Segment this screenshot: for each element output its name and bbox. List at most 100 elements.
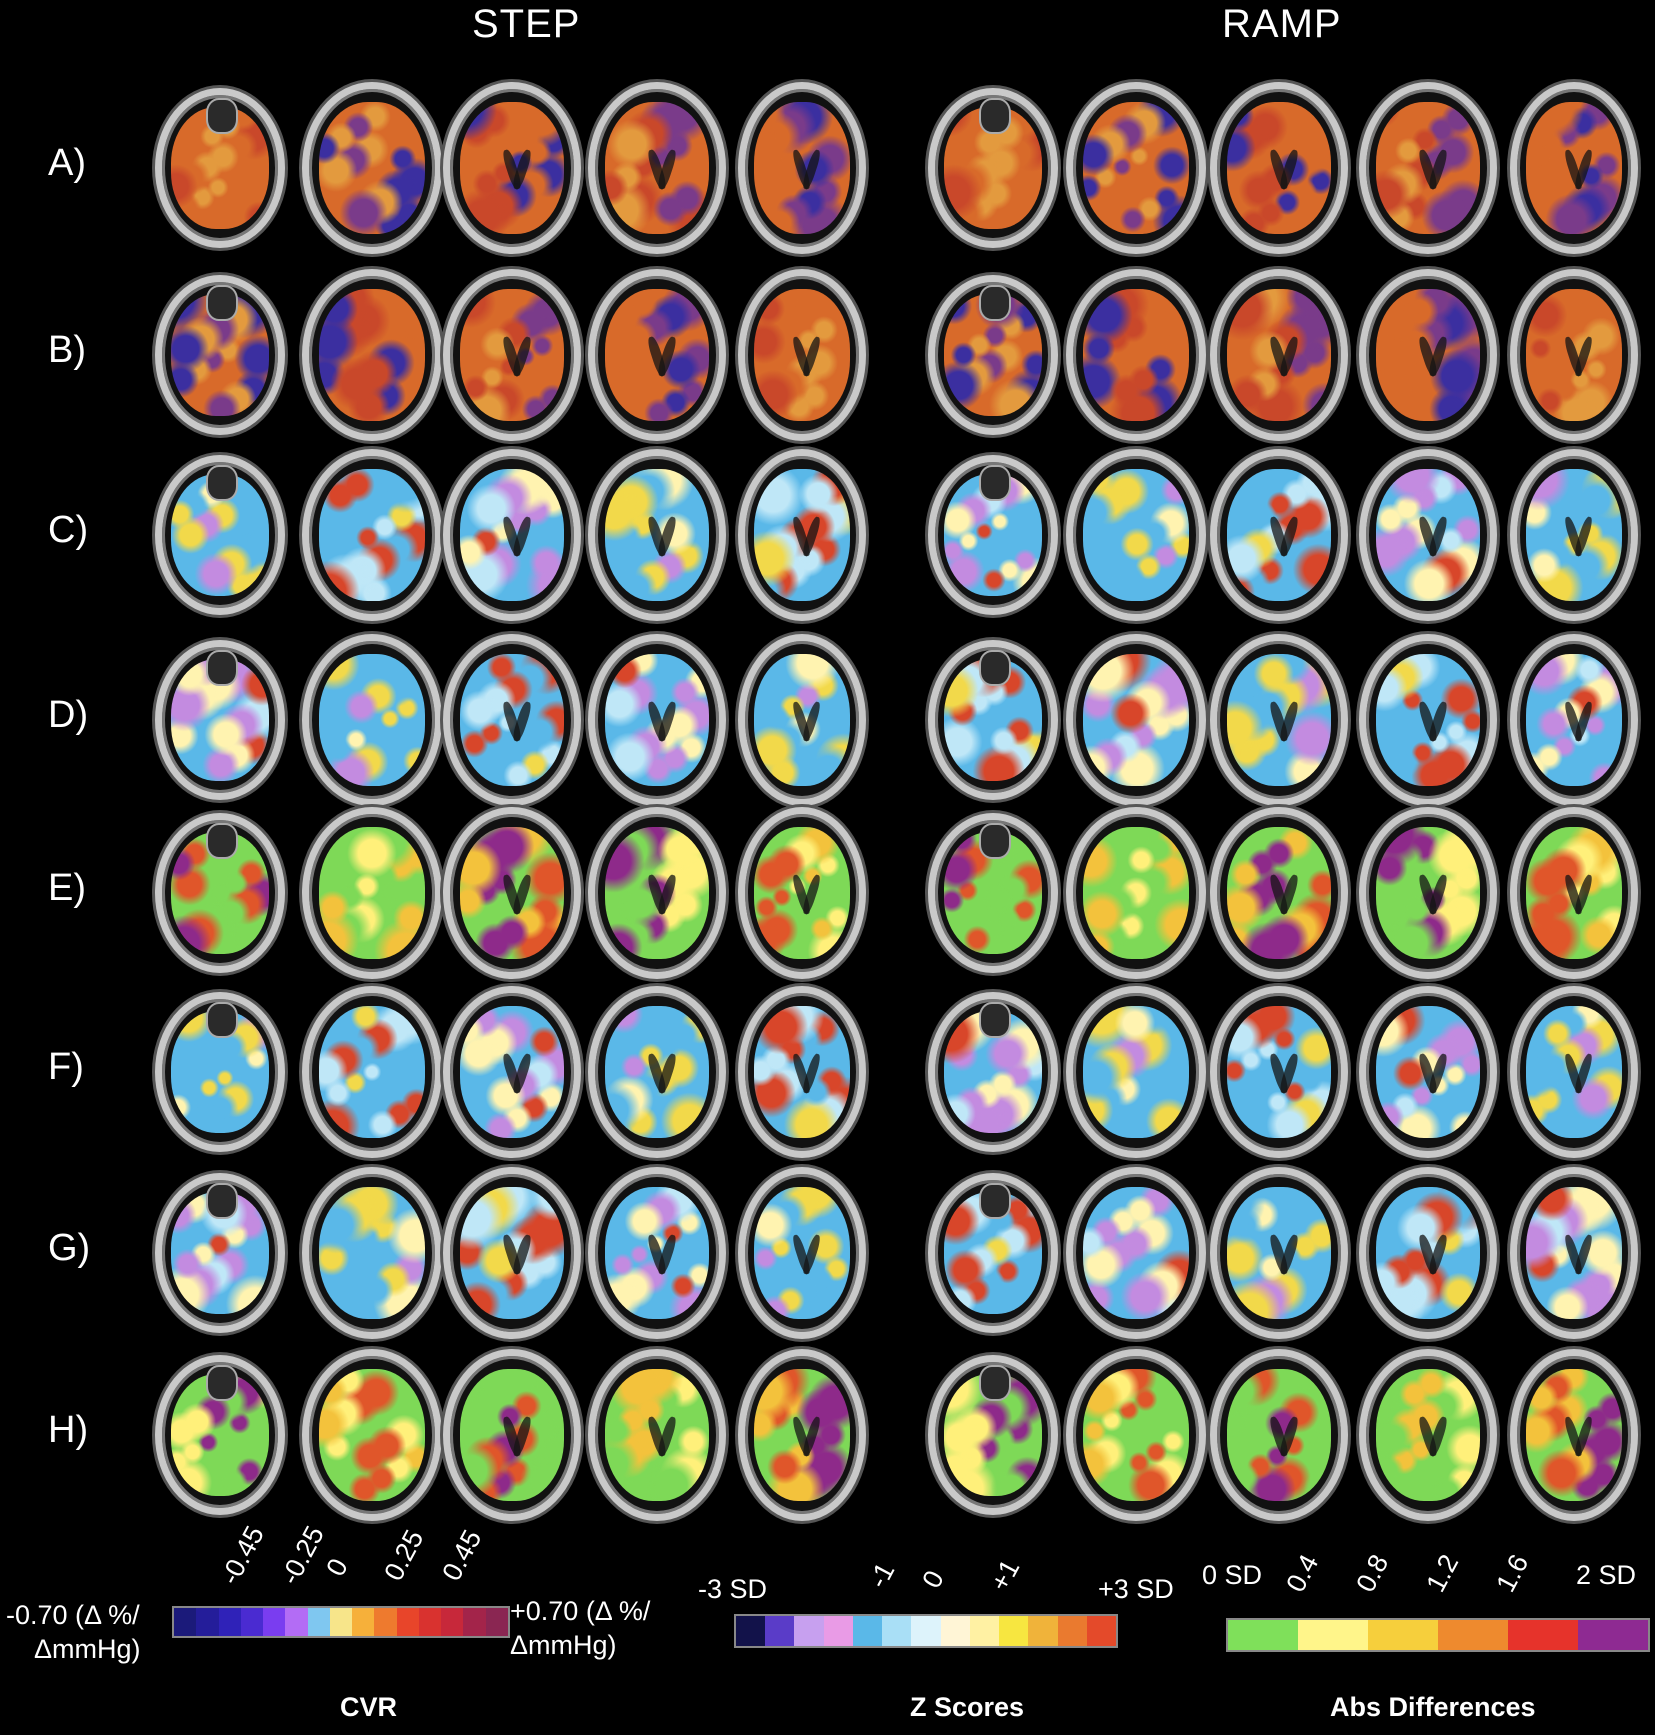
z-colorbar [734, 1614, 1118, 1648]
z-colorbar-segment [969, 1616, 1000, 1646]
step-brain-slice [443, 986, 581, 1158]
step-brain-slice [302, 986, 442, 1158]
brain-map [944, 658, 1042, 782]
orbit-region [979, 822, 1011, 860]
cvr-colorbar-segment [218, 1608, 241, 1636]
cvr-tick-4: 0.25 [378, 1525, 430, 1586]
ramp-brain-slice [1210, 82, 1348, 254]
orbit-region [979, 1001, 1011, 1039]
ramp-brain-slice [928, 88, 1058, 248]
step-brain-slice [738, 1167, 866, 1339]
step-brain-slice [443, 634, 581, 806]
cvr-max-label-line2: ΔmmHg) [510, 1630, 617, 1660]
step-brain-slice [738, 807, 866, 979]
step-brain-slice [155, 640, 285, 800]
orbit-region [979, 1364, 1011, 1402]
orbit-region [206, 97, 238, 135]
brain-map [1226, 653, 1332, 787]
z-scale-title: Z Scores [910, 1692, 1025, 1722]
abs-colorbar-segment [1368, 1620, 1438, 1650]
ramp-brain-slice [1359, 1349, 1497, 1521]
z-colorbar-segment [852, 1616, 883, 1646]
step-brain-slice [302, 449, 442, 621]
step-brain-slice [155, 813, 285, 973]
step-brain-slice [302, 1349, 442, 1521]
brain-map [319, 101, 425, 235]
z-tick-2: -1 [862, 1557, 901, 1593]
row-label: B) [48, 329, 86, 371]
cvr-tick-1: -0.45 [214, 1521, 271, 1590]
orbit-region [979, 649, 1011, 687]
row-label: A) [48, 142, 86, 184]
step-brain-slice [588, 269, 726, 441]
cvr-colorbar-segment [307, 1608, 330, 1636]
step-brain-slice [738, 986, 866, 1158]
step-brain-slice [443, 807, 581, 979]
cvr-min-label-line1: -0.70 (Δ %/ [6, 1600, 140, 1630]
ramp-brain-slice [1066, 634, 1206, 806]
step-brain-slice [738, 634, 866, 806]
cvr-tick-5: 0.45 [436, 1525, 488, 1586]
cvr-colorbar-segment [352, 1608, 375, 1636]
ramp-brain-slice [1210, 269, 1348, 441]
step-brain-slice [302, 634, 442, 806]
abs-tick-3: 0.8 [1350, 1549, 1395, 1597]
brain-map [319, 1186, 425, 1320]
ramp-brain-slice [1066, 986, 1206, 1158]
cvr-min-label: -0.70 (Δ %/ ΔmmHg) [6, 1598, 141, 1666]
brain-map [319, 653, 425, 787]
cvr-scale-title: CVR [340, 1692, 398, 1722]
brain-map [1083, 101, 1189, 235]
ramp-brain-slice [1510, 82, 1638, 254]
step-brain-slice [443, 449, 581, 621]
orbit-region [206, 1182, 238, 1220]
ramp-brain-slice [1210, 986, 1348, 1158]
step-brain-slice [588, 1349, 726, 1521]
step-brain-slice [302, 82, 442, 254]
step-brain-slice [588, 1167, 726, 1339]
ramp-brain-slice [1359, 634, 1497, 806]
brain-map [944, 106, 1042, 230]
ramp-brain-slice [1210, 1167, 1348, 1339]
brain-map [604, 101, 710, 235]
cvr-colorbar-segment [485, 1608, 508, 1636]
ramp-brain-slice [1359, 269, 1497, 441]
cvr-colorbar-segment [196, 1608, 219, 1636]
ramp-brain-slice [928, 1355, 1058, 1515]
ramp-brain-slice [928, 992, 1058, 1152]
step-brain-slice [155, 88, 285, 248]
cvr-max-label-line1: +0.70 (Δ %/ [510, 1596, 651, 1626]
ramp-brain-slice [1510, 1349, 1638, 1521]
orbit-region [206, 464, 238, 502]
z-colorbar-segment [794, 1616, 824, 1646]
orbit-region [206, 1364, 238, 1402]
z-tick-4: +1 [984, 1554, 1026, 1596]
z-colorbar-segment [765, 1616, 795, 1646]
cvr-colorbar [172, 1606, 510, 1638]
cvr-tick-3: 0 [320, 1553, 354, 1581]
z-colorbar-segment [882, 1616, 912, 1646]
ramp-brain-slice [1066, 1167, 1206, 1339]
brain-map [1083, 468, 1189, 602]
abs-tick-5: 1.6 [1490, 1549, 1535, 1597]
z-colorbar-segment [999, 1616, 1029, 1646]
step-brain-slice [738, 1349, 866, 1521]
brain-map [944, 1010, 1042, 1134]
brain-map [1083, 288, 1189, 422]
cvr-colorbar-segment [441, 1608, 464, 1636]
abs-colorbar-segment [1508, 1620, 1578, 1650]
z-tick-5: +3 SD [1098, 1574, 1174, 1604]
cvr-colorbar-segment [263, 1608, 286, 1636]
step-brain-slice [588, 634, 726, 806]
abs-colorbar-segment [1578, 1620, 1648, 1650]
z-colorbar-segment [1086, 1616, 1117, 1646]
abs-tick-1: 0 SD [1202, 1560, 1263, 1590]
abs-tick-4: 1.2 [1420, 1549, 1465, 1597]
ramp-brain-slice [1359, 807, 1497, 979]
orbit-region [206, 822, 238, 860]
brain-map [319, 1005, 425, 1139]
brain-map [319, 468, 425, 602]
brain-map [171, 473, 269, 597]
ramp-brain-slice [1210, 807, 1348, 979]
abs-colorbar-segment [1228, 1620, 1298, 1650]
